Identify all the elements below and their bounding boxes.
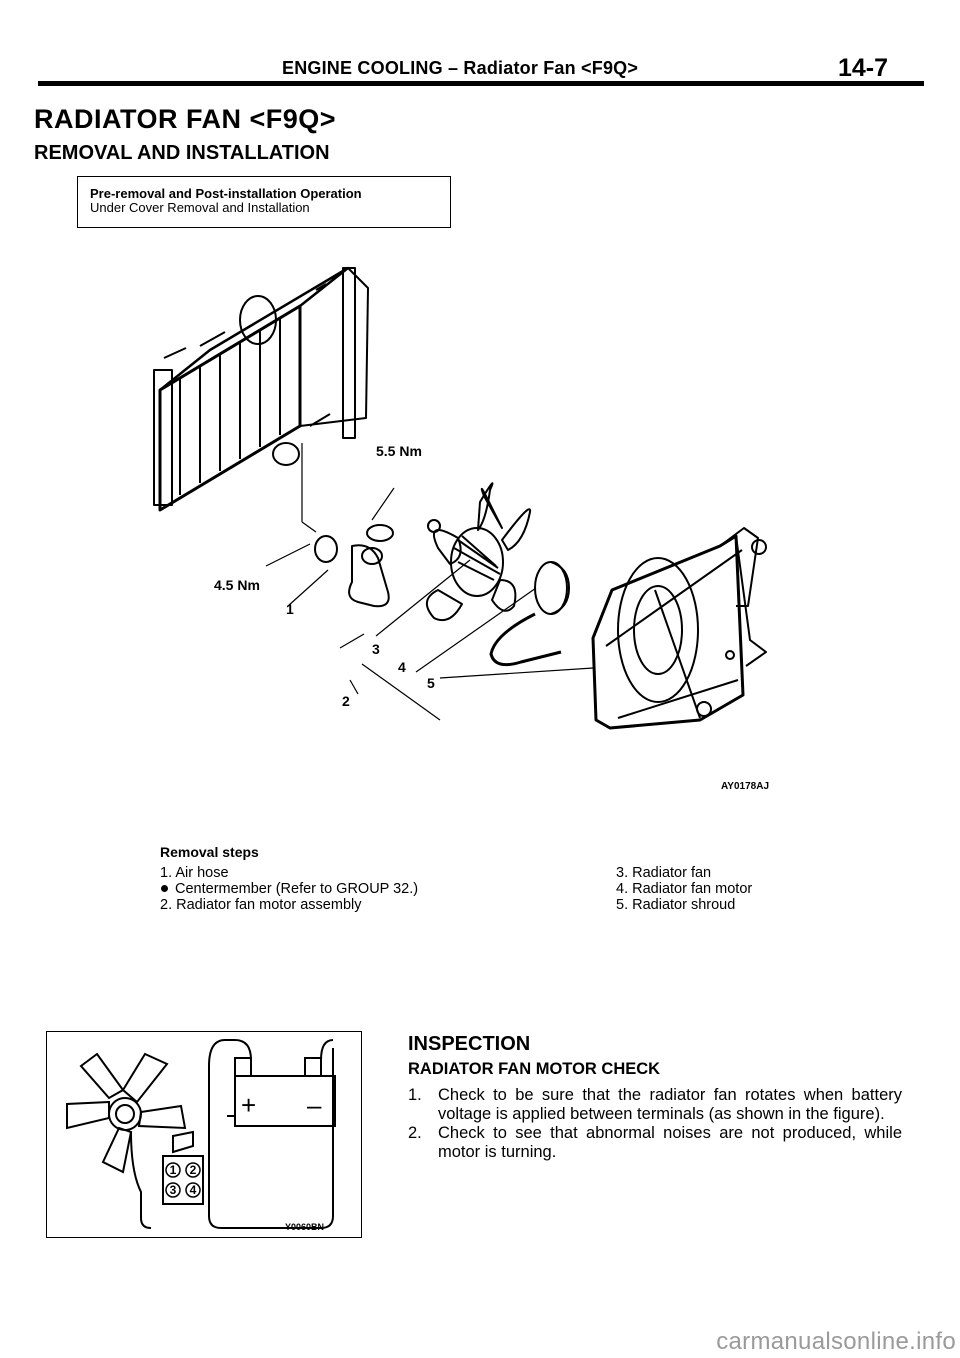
removal-step: 5. Radiator shroud — [616, 897, 736, 913]
terminal-1: 1 — [170, 1163, 177, 1177]
leader-lines — [265, 443, 594, 721]
inspection-item: 1. Check to be sure that the radiator fa… — [408, 1086, 902, 1124]
terminal-3: 3 — [170, 1183, 177, 1197]
section-title: REMOVAL AND INSTALLATION — [34, 142, 330, 164]
main-title: RADIATOR FAN <F9Q> — [34, 104, 337, 134]
header-rule — [38, 81, 924, 86]
bullet-icon — [161, 884, 168, 892]
pre-removal-heading: Pre-removal and Post-installation Operat… — [90, 186, 362, 201]
removal-step: 2. Radiator fan motor assembly — [160, 897, 362, 913]
callout-5: 5 — [427, 675, 435, 691]
callout-2: 2 — [342, 693, 350, 709]
inspection-list: 1. Check to be sure that the radiator fa… — [408, 1086, 902, 1162]
radiator-fan-exploded-diagram: 5.5 Nm 4.5 Nm 1 2 3 4 5 AY0178AJ — [153, 266, 769, 792]
inspection-item: 2. Check to see that abnormal noises are… — [408, 1124, 902, 1162]
fan-motor-check-diagram: + – 1 2 3 4 Y0060BN — [66, 1039, 336, 1232]
removal-step-text: Centermember (Refer to GROUP 32.) — [175, 881, 419, 897]
removal-steps-right: 3. Radiator fan 4. Radiator fan motor 5.… — [616, 865, 752, 913]
inspection-item-text: Check to be sure that the radiator fan r… — [438, 1086, 902, 1123]
removal-steps-title: Removal steps — [160, 844, 259, 860]
removal-steps-left: 1. Air hose Centermember (Refer to GROUP… — [160, 865, 418, 913]
battery-icon — [208, 1039, 336, 1229]
removal-step: 3. Radiator fan — [616, 865, 712, 881]
removal-step-bulleted: Centermember (Refer to GROUP 32.) — [160, 881, 418, 897]
removal-step: 4. Radiator fan motor — [616, 881, 753, 897]
figure-code-inspection: Y0060BN — [285, 1222, 324, 1232]
inspection-title: INSPECTION — [408, 1033, 531, 1055]
torque-label-upper: 5.5 Nm — [376, 443, 422, 459]
plus-sign: + — [241, 1090, 256, 1120]
inspection-item-text: Check to see that abnormal noises are no… — [438, 1124, 902, 1161]
callout-4: 4 — [398, 659, 406, 675]
terminal-4: 4 — [190, 1183, 197, 1197]
pre-removal-text: Under Cover Removal and Installation — [90, 200, 310, 215]
terminal-2: 2 — [190, 1163, 197, 1177]
inspection-item-number: 1. — [408, 1086, 422, 1104]
removal-step: 1. Air hose — [160, 865, 229, 881]
header-title: ENGINE COOLING – Radiator Fan <F9Q> — [282, 58, 639, 78]
radiator-shroud-illustration — [591, 527, 767, 730]
pre-removal-box: Pre-removal and Post-installation Operat… — [77, 176, 451, 228]
inspection-item-number: 2. — [408, 1124, 422, 1142]
fan-blades-illustration — [426, 482, 532, 622]
minus-sign: – — [307, 1090, 322, 1120]
air-hose-illustration — [314, 524, 394, 608]
figure-code-main: AY0178AJ — [721, 781, 769, 792]
fan-icon — [66, 1052, 187, 1174]
torque-label-lower: 4.5 Nm — [214, 577, 260, 593]
inspection-subtitle: RADIATOR FAN MOTOR CHECK — [408, 1060, 661, 1078]
fan-motor-illustration — [489, 561, 570, 667]
callout-1: 1 — [286, 601, 294, 617]
footer-watermark: carmanualsonline.info — [716, 1328, 956, 1355]
radiator-illustration — [153, 266, 369, 512]
inspection-figure-box: + – 1 2 3 4 Y0060BN — [46, 1031, 362, 1238]
connector-icon — [162, 1130, 204, 1205]
page-number: 14-7 — [838, 54, 889, 82]
callout-3: 3 — [372, 641, 380, 657]
